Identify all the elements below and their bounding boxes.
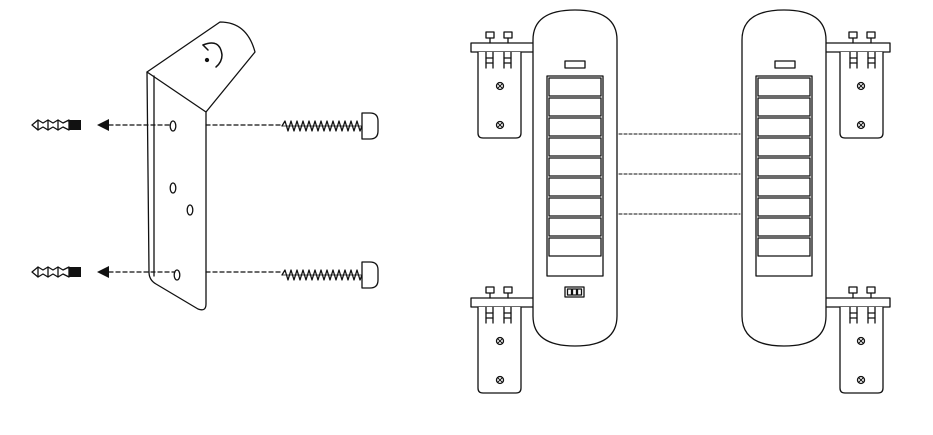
mounting-bracket-icon [470, 31, 538, 139]
optic-cell [757, 237, 811, 257]
optic-cell [548, 97, 602, 117]
mounting-bracket-icon [823, 31, 891, 139]
optic-cell [757, 117, 811, 137]
optic-cell [548, 177, 602, 197]
infrared-beams [618, 133, 741, 215]
beam-receiver-unit [741, 9, 827, 347]
optic-window [546, 75, 604, 277]
optic-cell [757, 97, 811, 117]
optic-cell [757, 77, 811, 97]
optic-window [755, 75, 813, 277]
wall-plug-icon [31, 119, 82, 131]
angle-bracket-icon [146, 21, 256, 311]
wall-plug-icon [31, 266, 82, 278]
optic-cell [757, 137, 811, 157]
optic-cell [548, 197, 602, 217]
optic-cell [548, 137, 602, 157]
optic-cell-column [755, 75, 813, 277]
mounting-bracket-icon [470, 286, 538, 394]
arrow-icon [97, 119, 109, 131]
optic-cell [757, 177, 811, 197]
wall-mount-figure [31, 21, 379, 311]
arrow-icon [97, 266, 109, 278]
optic-cell-column [546, 75, 604, 277]
mounting-bracket-icon [823, 286, 891, 394]
beam-sensor-figure [470, 9, 891, 394]
optic-cell [757, 217, 811, 237]
screw-icon [281, 112, 379, 140]
status-led-icon [564, 286, 585, 298]
optic-cell [548, 237, 602, 257]
optic-cell [548, 157, 602, 177]
screw-icon [281, 261, 379, 289]
optic-cell [757, 197, 811, 217]
optic-cell [757, 157, 811, 177]
optic-cell [548, 217, 602, 237]
optic-cell [548, 77, 602, 97]
beam-transmitter-unit [532, 9, 618, 347]
optic-cell [548, 117, 602, 137]
